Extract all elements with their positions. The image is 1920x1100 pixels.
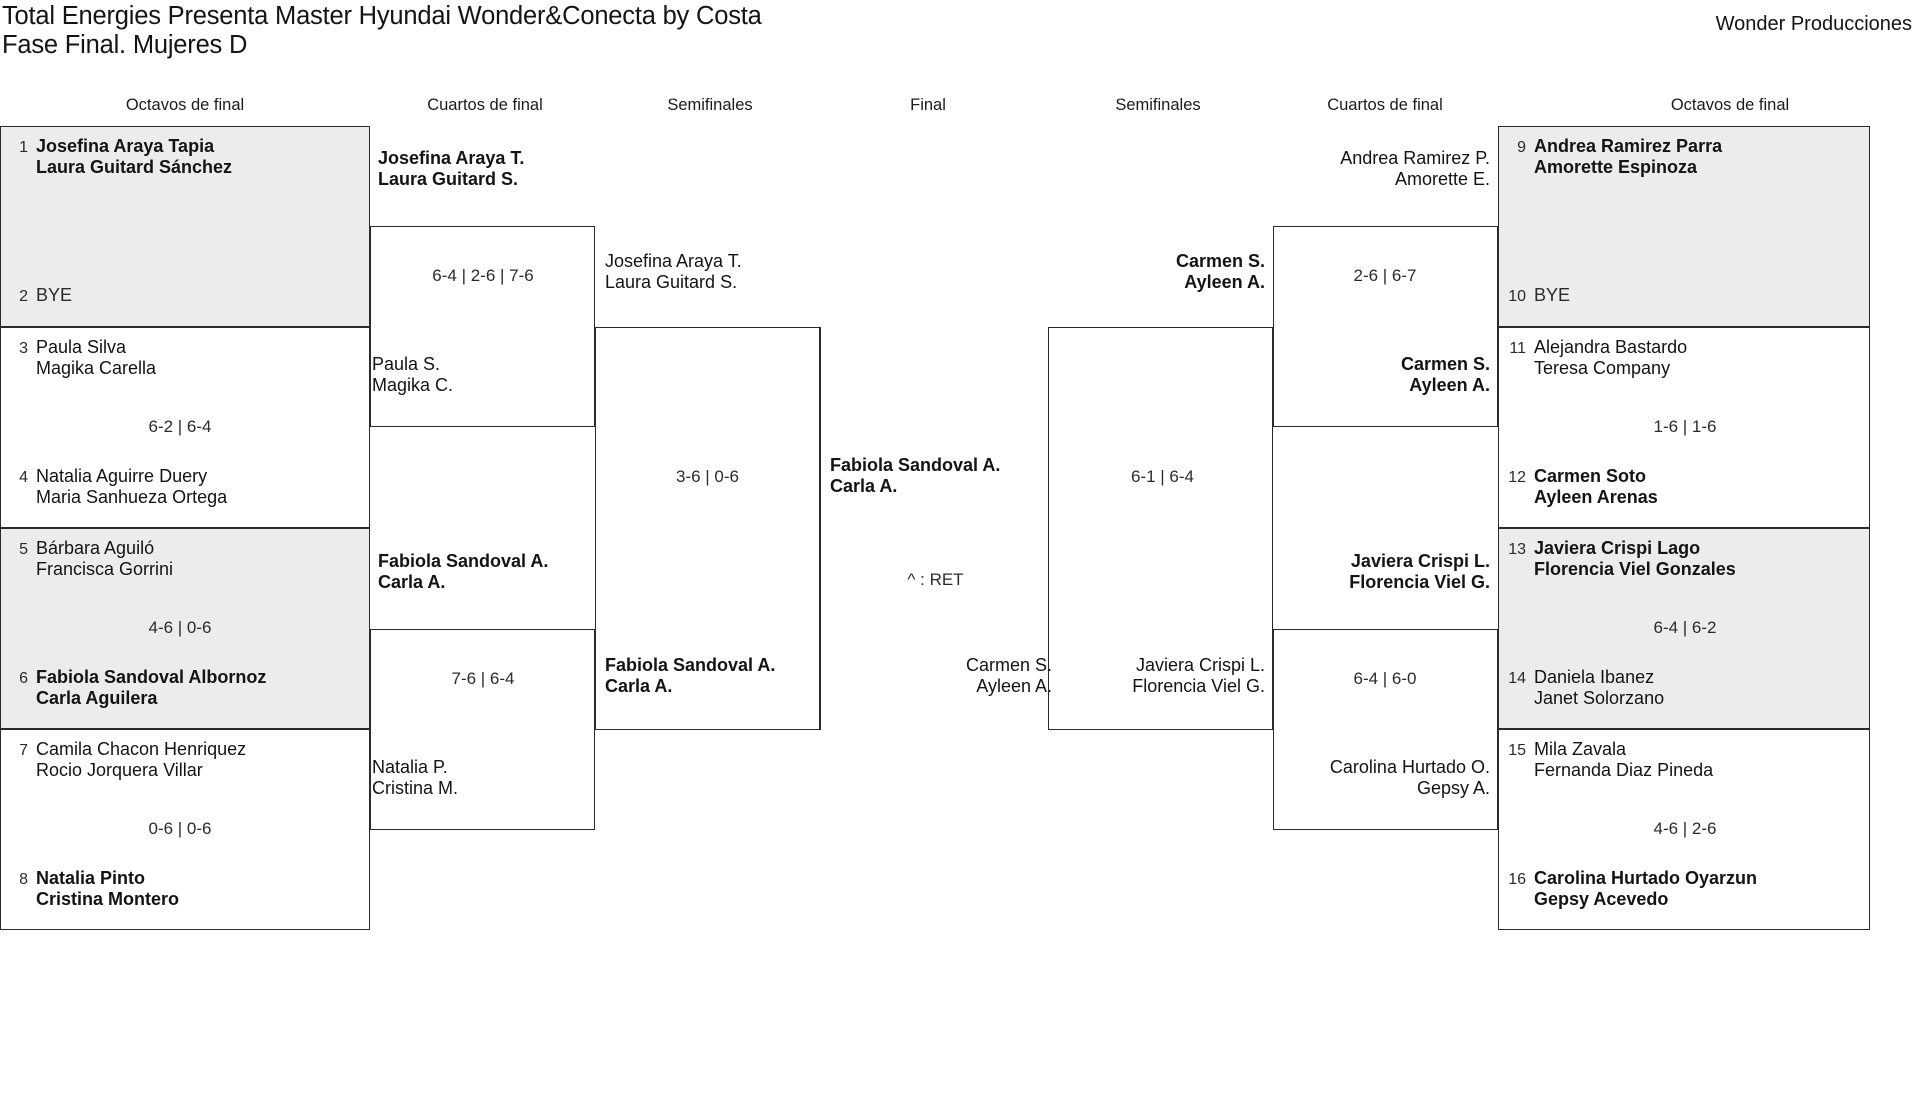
seed-16[interactable]: 16 Carolina Hurtado Oyarzun Gepsy Aceved…	[1504, 868, 1864, 909]
right-sf-score: 6-1 | 6-4	[1130, 467, 1194, 486]
left-sf-match-box[interactable]	[595, 327, 820, 730]
seed-names: Paula Silva Magika Carella	[36, 337, 157, 378]
left-r16-match-1-box[interactable]	[0, 126, 370, 327]
left-qf-match-1-top-team[interactable]: Josefina Araya T. Laura Guitard S.	[378, 148, 525, 189]
right-qf-match-1-bottom-team[interactable]: Carmen S. Ayleen A.	[1400, 354, 1490, 395]
round-label-right-qf: Cuartos de final	[1327, 96, 1443, 114]
seed-names: Natalia Pinto Cristina Montero	[36, 868, 180, 909]
seed-number: 1	[19, 139, 28, 156]
right-r16-match-2-score: 1-6 | 1-6	[1653, 417, 1717, 436]
left-sf-bottom-team[interactable]: Fabiola Sandoval A. Carla A.	[605, 655, 776, 696]
left-qf-match-1-bottom-team[interactable]: Paula S. Magika C.	[372, 354, 454, 395]
left-r16-match-2-score: 6-2 | 6-4	[148, 417, 212, 436]
seed-12[interactable]: 12 Carmen Soto Ayleen Arenas	[1504, 466, 1864, 507]
left-qf-match-2-top-team[interactable]: Fabiola Sandoval A. Carla A.	[378, 551, 549, 592]
right-r16-match-3-box[interactable]	[1498, 528, 1870, 729]
seed-number: 11	[1509, 340, 1526, 357]
seed-number: 8	[19, 871, 28, 888]
seed-names: Natalia Aguirre Duery Maria Sanhueza Ort…	[36, 466, 228, 507]
seed-5[interactable]: 5 Bárbara Aguiló Francisca Gorrini	[6, 538, 366, 579]
right-sf-bottom-team[interactable]: Javiera Crispi L. Florencia Viel G.	[1132, 655, 1265, 696]
round-label-left-qf: Cuartos de final	[427, 96, 543, 114]
right-r16-match-4-box[interactable]	[1498, 729, 1870, 930]
left-r16-match-3-score: 4-6 | 0-6	[148, 618, 212, 637]
right-qf-match-2-top-team[interactable]: Javiera Crispi L. Florencia Viel G.	[1349, 551, 1490, 592]
seed-names: Bárbara Aguiló Francisca Gorrini	[36, 538, 174, 579]
seed-names: Andrea Ramirez Parra Amorette Espinoza	[1534, 136, 1723, 177]
seed-number: 12	[1508, 469, 1526, 486]
left-qf-match-1-score: 6-4 | 2-6 | 7-6	[432, 266, 534, 285]
seed-names: BYE	[36, 285, 73, 305]
round-label-final: Final	[910, 96, 946, 114]
right-r16-match-4-score: 4-6 | 2-6	[1653, 819, 1717, 838]
left-r16-match-3-box[interactable]	[0, 528, 370, 729]
right-qf-match-1-score: 2-6 | 6-7	[1353, 266, 1417, 285]
left-qf-match-2-box[interactable]	[370, 629, 595, 830]
seed-2[interactable]: 2 BYE	[6, 285, 366, 306]
seed-3[interactable]: 3 Paula Silva Magika Carella	[6, 337, 366, 378]
final-bottom-team[interactable]: Carmen S. Ayleen A.	[965, 655, 1052, 696]
left-r16-match-4-box[interactable]	[0, 729, 370, 930]
seed-names: BYE	[1534, 285, 1571, 305]
right-r16-match-3-score: 6-4 | 6-2	[1653, 618, 1717, 637]
right-sf-top-team[interactable]: Carmen S. Ayleen A.	[1175, 251, 1265, 292]
seed-10[interactable]: 10 BYE	[1504, 285, 1864, 306]
right-r16-match-2-box[interactable]	[1498, 327, 1870, 528]
seed-4[interactable]: 4 Natalia Aguirre Duery Maria Sanhueza O…	[6, 466, 366, 507]
final-divider-left	[820, 327, 822, 730]
seed-names: Daniela Ibanez Janet Solorzano	[1534, 667, 1665, 708]
seed-number: 7	[19, 742, 28, 759]
seed-number: 10	[1508, 288, 1526, 305]
seed-number: 9	[1517, 139, 1526, 156]
left-r16-match-2-box[interactable]	[0, 327, 370, 528]
seed-number: 3	[19, 340, 28, 357]
seed-number: 5	[19, 541, 28, 558]
seed-number: 14	[1508, 670, 1526, 687]
left-qf-match-1-box[interactable]	[370, 226, 595, 427]
seed-8[interactable]: 8 Natalia Pinto Cristina Montero	[6, 868, 366, 909]
seed-names: Fabiola Sandoval Albornoz Carla Aguilera	[36, 667, 267, 708]
seed-number: 6	[19, 670, 28, 687]
left-r16-match-4-score: 0-6 | 0-6	[148, 819, 212, 838]
left-sf-score: 3-6 | 0-6	[675, 467, 739, 486]
round-label-left-r16: Octavos de final	[125, 96, 245, 114]
round-label-left-sf: Semifinales	[667, 96, 753, 114]
seed-11[interactable]: 11 Alejandra Bastardo Teresa Company	[1504, 337, 1864, 378]
seed-number: 16	[1508, 871, 1526, 888]
seed-1[interactable]: 1 Josefina Araya Tapia Laura Guitard Sán…	[6, 136, 366, 177]
right-sf-match-box[interactable]	[1048, 327, 1273, 730]
round-label-right-sf: Semifinales	[1115, 96, 1201, 114]
seed-names: Mila Zavala Fernanda Diaz Pineda	[1534, 739, 1714, 780]
brand-label: Wonder Producciones	[1715, 13, 1912, 35]
right-qf-match-2-box[interactable]	[1273, 629, 1498, 830]
seed-number: 15	[1508, 742, 1526, 759]
seed-names: Josefina Araya Tapia Laura Guitard Sánch…	[36, 136, 233, 177]
seed-7[interactable]: 7 Camila Chacon Henriquez Rocio Jorquera…	[6, 739, 366, 780]
seed-15[interactable]: 15 Mila Zavala Fernanda Diaz Pineda	[1504, 739, 1864, 780]
seed-names: Carolina Hurtado Oyarzun Gepsy Acevedo	[1534, 868, 1758, 909]
left-sf-top-team[interactable]: Josefina Araya T. Laura Guitard S.	[605, 251, 742, 292]
round-label-right-r16: Octavos de final	[1670, 96, 1790, 114]
right-qf-match-1-top-team[interactable]: Andrea Ramirez P. Amorette E.	[1340, 148, 1490, 189]
seed-14[interactable]: 14 Daniela Ibanez Janet Solorzano	[1504, 667, 1864, 708]
seed-13[interactable]: 13 Javiera Crispi Lago Florencia Viel Go…	[1504, 538, 1864, 579]
seed-number: 4	[19, 469, 28, 486]
seed-names: Carmen Soto Ayleen Arenas	[1534, 466, 1658, 507]
left-qf-match-2-score: 7-6 | 6-4	[451, 669, 515, 688]
page-title: Total Energies Presenta Master Hyundai W…	[2, 2, 762, 59]
seed-number: 2	[19, 288, 28, 305]
final-score: ^ : RET	[907, 570, 964, 589]
final-top-team[interactable]: Fabiola Sandoval A. Carla A.	[830, 455, 1001, 496]
right-qf-match-2-score: 6-4 | 6-0	[1353, 669, 1417, 688]
seed-6[interactable]: 6 Fabiola Sandoval Albornoz Carla Aguile…	[6, 667, 366, 708]
right-qf-match-1-box[interactable]	[1273, 226, 1498, 427]
seed-names: Javiera Crispi Lago Florencia Viel Gonza…	[1534, 538, 1736, 579]
left-qf-match-2-bottom-team[interactable]: Natalia P. Cristina M.	[372, 757, 459, 798]
seed-number: 13	[1508, 541, 1526, 558]
seed-9[interactable]: 9 Andrea Ramirez Parra Amorette Espinoza	[1504, 136, 1864, 177]
right-r16-match-1-box[interactable]	[1498, 126, 1870, 327]
right-qf-match-2-bottom-team[interactable]: Carolina Hurtado O. Gepsy A.	[1329, 757, 1490, 798]
seed-names: Camila Chacon Henriquez Rocio Jorquera V…	[36, 739, 247, 780]
seed-names: Alejandra Bastardo Teresa Company	[1534, 337, 1688, 378]
